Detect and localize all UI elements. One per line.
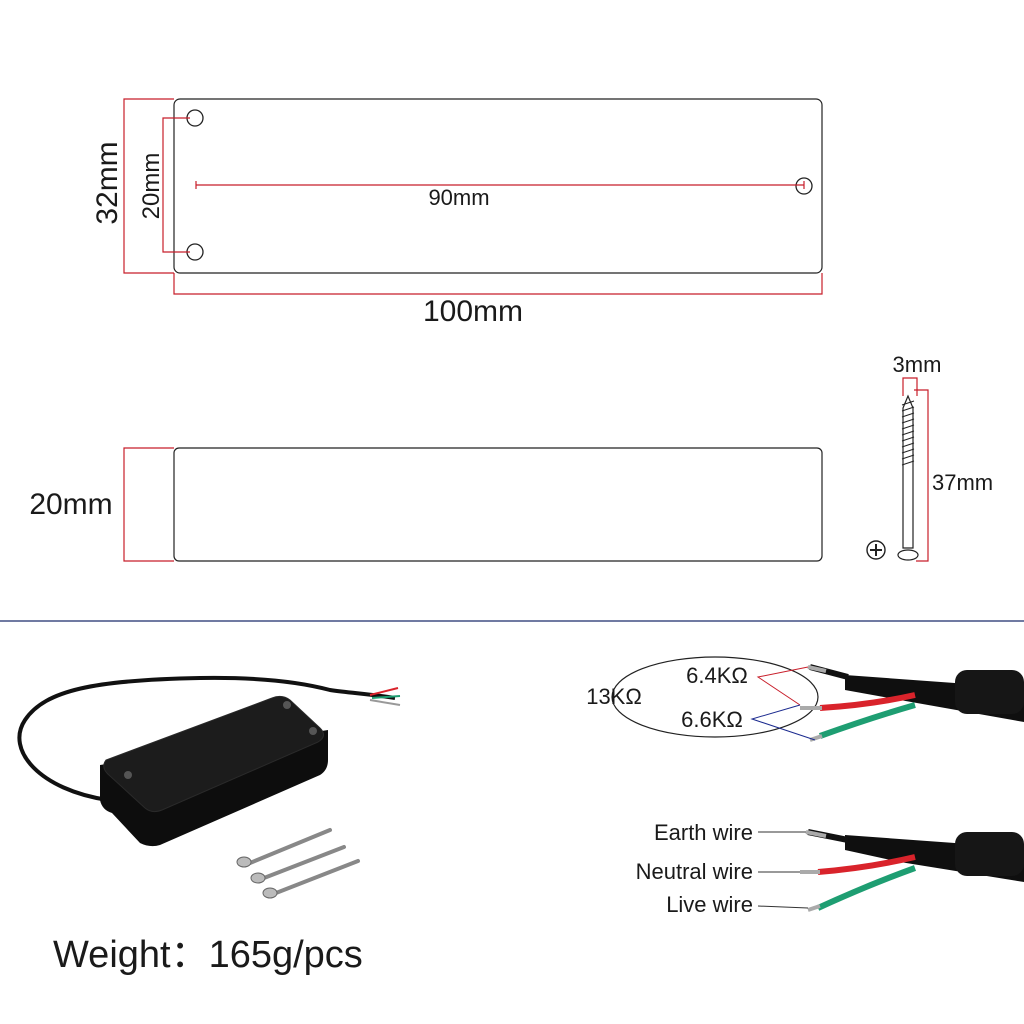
pickup-product-illustration [17, 675, 401, 899]
resistance-wire-live [818, 702, 916, 739]
leader-6-4k [756, 666, 809, 706]
dim-label-20mm-holes: 20mm [138, 153, 165, 220]
label-neutral-wire: Neutral wire [636, 859, 753, 884]
legend-wire-earth-tip [805, 830, 827, 838]
pickup-wire-red [369, 687, 399, 696]
dim-label-32mm: 32mm [91, 141, 124, 224]
label-6-4k: 6.4KΩ [686, 663, 748, 688]
wire-legend-diagram: Earth wire Neutral wire Live wire [636, 820, 1024, 917]
label-13k: 13KΩ [586, 684, 642, 709]
pickup-mounting-screws [248, 828, 360, 895]
dim-line-100mm [173, 273, 823, 295]
top-view-outline [173, 98, 823, 274]
phillips-screw-head-icon [866, 540, 886, 560]
leader-live [757, 905, 809, 909]
pickup-screw-hole-right-bottom [309, 727, 317, 735]
screw-head-3 [262, 887, 278, 899]
dim-line-37mm [914, 389, 929, 562]
screw-head-2 [250, 872, 266, 884]
side-view: 20mm [29, 447, 823, 562]
dim-label-3mm: 3mm [893, 352, 942, 377]
screw-drawing: 3mm 37mm [866, 352, 993, 562]
dim-label-100mm: 100mm [423, 295, 523, 328]
resistance-diagram: 6.4KΩ 6.6KΩ 13KΩ [586, 656, 1024, 742]
dim-line-32mm [123, 98, 174, 274]
resistance-wire-earth-tip [807, 665, 827, 673]
pickup-screw-hole-left [124, 771, 132, 779]
label-6-6k: 6.6KΩ [681, 707, 743, 732]
screw-head-1 [236, 856, 252, 868]
pickup-body-top [103, 695, 324, 813]
pickup-wire-bare [369, 699, 401, 706]
screw-threads [901, 400, 915, 466]
mounting-hole-right [795, 177, 813, 195]
dim-label-20mm-height: 20mm [29, 488, 112, 521]
leader-6-6k [750, 704, 816, 741]
legend-wire-live [816, 865, 917, 911]
resistance-cable-jacket [955, 670, 1024, 714]
screw-head-side [897, 549, 919, 561]
dim-label-37mm: 37mm [932, 470, 993, 495]
pickup-cable [17, 675, 396, 802]
resistance-group-ellipse [611, 656, 819, 738]
dim-line-20mm-holes [162, 117, 190, 253]
weight-label: Weight：165g/pcs [53, 934, 363, 976]
side-view-outline [173, 447, 823, 562]
label-live-wire: Live wire [666, 892, 753, 917]
screw-shaft [902, 394, 914, 549]
resistance-wire-neutral [819, 692, 916, 711]
pickup-screw-hole-right-top [283, 701, 291, 709]
pickup-wire-green [371, 695, 401, 699]
dim-label-90mm: 90mm [428, 185, 489, 210]
dim-line-20mm-height [123, 447, 174, 562]
dim-line-3mm [902, 377, 918, 396]
legend-wire-neutral [817, 854, 916, 875]
legend-cable-jacket [955, 832, 1024, 876]
legend-wire-live-tip [807, 904, 821, 912]
top-view: 32mm 20mm 90mm 100mm [91, 98, 823, 328]
label-earth-wire: Earth wire [654, 820, 753, 845]
